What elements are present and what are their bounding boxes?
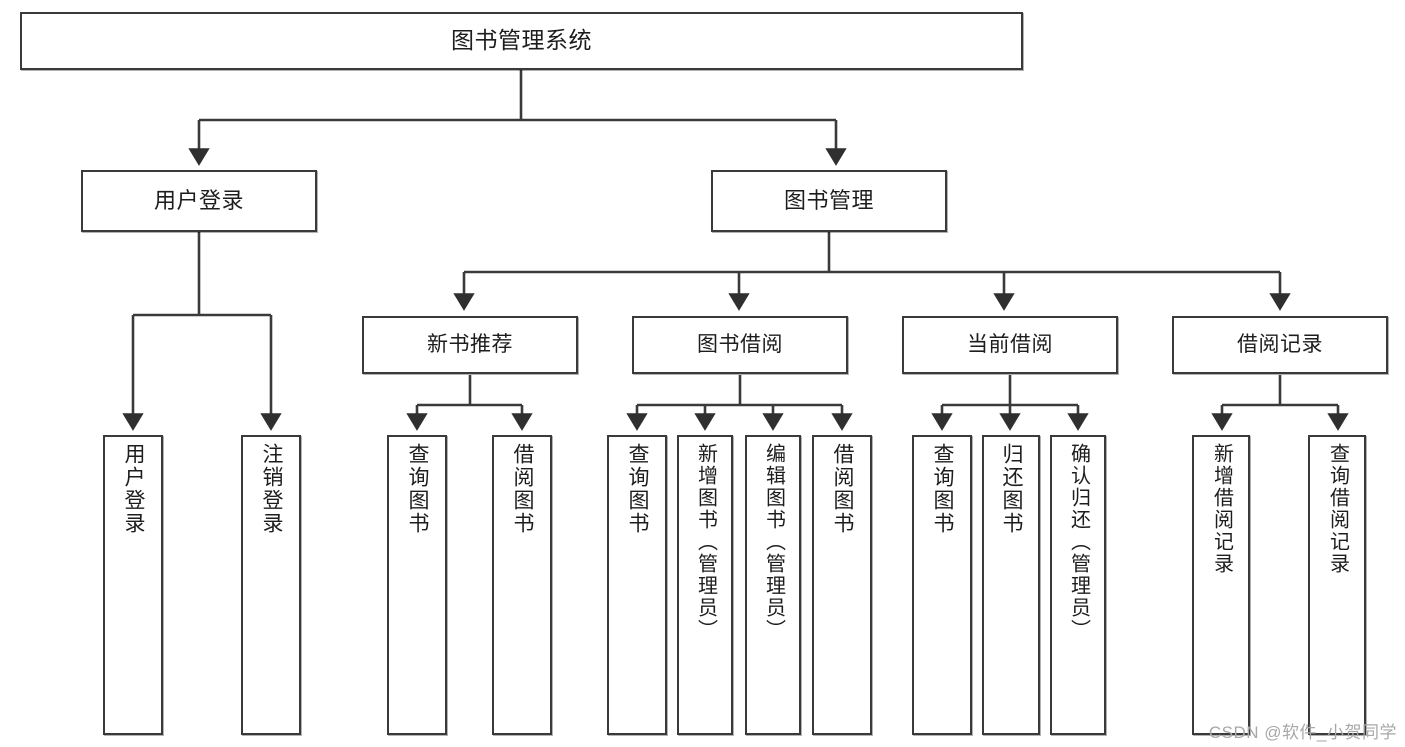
node-leaf-query-book-rec[interactable]: 查询图书	[387, 435, 447, 735]
node-leaf-confirm-return[interactable]: 确认归还（管理员）	[1050, 435, 1106, 735]
node-borrow-record-label: 借阅记录	[1237, 332, 1323, 356]
node-leaf-add-book-label: 新增图书（管理员）	[694, 443, 717, 641]
node-leaf-add-book[interactable]: 新增图书（管理员）	[677, 435, 733, 735]
node-leaf-borrow-book-rec-label: 借阅图书	[511, 443, 535, 535]
node-leaf-user-login-label: 用户登录	[122, 443, 146, 535]
node-user-login[interactable]: 用户登录	[81, 170, 317, 232]
node-leaf-logout-label: 注销登录	[260, 443, 284, 535]
node-book-borrow[interactable]: 图书借阅	[632, 316, 848, 374]
node-leaf-borrow-book-rec[interactable]: 借阅图书	[492, 435, 552, 735]
node-leaf-add-borrow-record[interactable]: 新增借阅记录	[1192, 435, 1250, 735]
node-leaf-query-book-current[interactable]: 查询图书	[912, 435, 972, 735]
node-leaf-edit-book[interactable]: 编辑图书（管理员）	[745, 435, 801, 735]
node-leaf-query-book-rec-label: 查询图书	[406, 443, 430, 535]
node-leaf-query-borrow-record[interactable]: 查询借阅记录	[1308, 435, 1366, 735]
node-new-book-recommendation-label: 新书推荐	[427, 332, 513, 356]
node-current-borrow-label: 当前借阅	[967, 332, 1053, 356]
node-book-manage[interactable]: 图书管理	[711, 170, 947, 232]
node-leaf-edit-book-label: 编辑图书（管理员）	[762, 443, 785, 641]
node-leaf-return-book-label: 归还图书	[1000, 443, 1024, 535]
node-leaf-return-book[interactable]: 归还图书	[982, 435, 1040, 735]
node-leaf-query-book-borrow[interactable]: 查询图书	[607, 435, 667, 735]
node-leaf-query-borrow-record-label: 查询借阅记录	[1326, 443, 1349, 575]
node-root-system[interactable]: 图书管理系统	[20, 12, 1023, 70]
node-leaf-user-login[interactable]: 用户登录	[103, 435, 163, 735]
node-leaf-query-book-current-label: 查询图书	[931, 443, 955, 535]
node-new-book-recommendation[interactable]: 新书推荐	[362, 316, 578, 374]
node-borrow-record[interactable]: 借阅记录	[1172, 316, 1388, 374]
node-book-manage-label: 图书管理	[783, 188, 874, 214]
csdn-watermark: CSDN @软件_小贺同学	[1208, 723, 1397, 742]
node-book-borrow-label: 图书借阅	[697, 332, 783, 356]
node-root-system-label: 图书管理系统	[451, 27, 592, 54]
node-leaf-confirm-return-label: 确认归还（管理员）	[1067, 443, 1090, 641]
node-leaf-borrow-book-borrow[interactable]: 借阅图书	[812, 435, 872, 735]
node-leaf-query-book-borrow-label: 查询图书	[626, 443, 650, 535]
node-current-borrow[interactable]: 当前借阅	[902, 316, 1118, 374]
node-user-login-label: 用户登录	[153, 188, 244, 214]
node-leaf-add-borrow-record-label: 新增借阅记录	[1210, 443, 1233, 575]
node-leaf-borrow-book-borrow-label: 借阅图书	[831, 443, 855, 535]
node-leaf-logout[interactable]: 注销登录	[241, 435, 301, 735]
